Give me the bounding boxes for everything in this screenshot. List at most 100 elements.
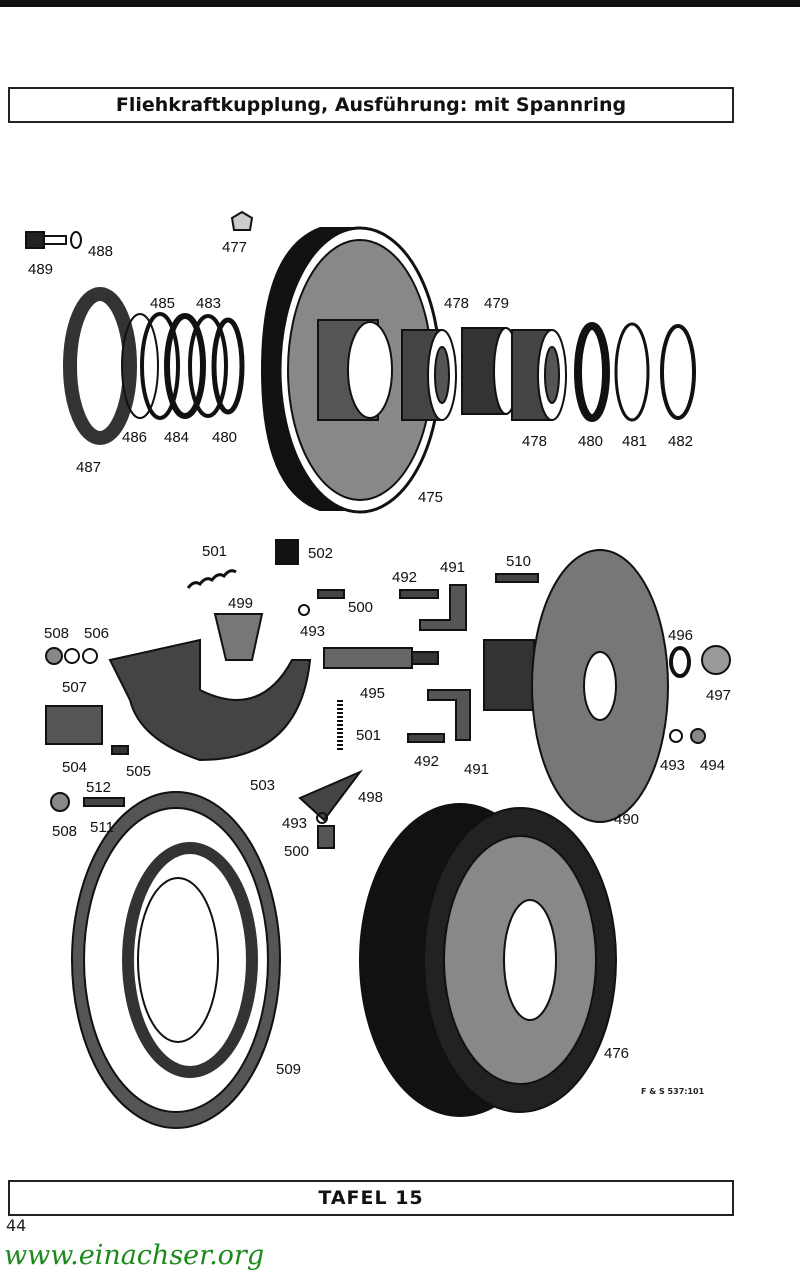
- part-label-478: 478: [522, 433, 547, 450]
- part-511-stud: [83, 797, 125, 807]
- part-506-ring: [82, 648, 98, 664]
- part-label-501: 501: [356, 727, 381, 744]
- part-label-487: 487: [76, 459, 101, 476]
- part-482-circlip: [660, 324, 696, 420]
- part-479-spacer: [461, 327, 519, 415]
- part-480-ring-2: [574, 322, 610, 422]
- part-label-493: 493: [282, 815, 307, 832]
- part-label-504: 504: [62, 759, 87, 776]
- part-491-bracket: [419, 584, 467, 631]
- part-503-shoe: [108, 638, 312, 762]
- part-502-block: [275, 539, 299, 565]
- part-478-bearing: [401, 329, 457, 421]
- part-label-493: 493: [660, 757, 685, 774]
- part-499-plate: [213, 613, 264, 661]
- part-label-490: 490: [614, 811, 639, 828]
- part-label-507: 507: [62, 679, 87, 696]
- part-498-plate: [298, 769, 364, 822]
- part-491-bracket-2: [427, 689, 471, 741]
- part-500-screw: [317, 589, 345, 599]
- part-label-495: 495: [360, 685, 385, 702]
- part-505-screw: [111, 745, 129, 755]
- part-495-pin: [323, 647, 439, 669]
- part-label-492: 492: [414, 753, 439, 770]
- part-497-nut: [701, 645, 731, 675]
- part-508-nut: [45, 647, 63, 665]
- part-label-476: 476: [604, 1045, 629, 1062]
- drawing-reference: F & S 537:101: [641, 1087, 705, 1096]
- part-label-512: 512: [86, 779, 111, 796]
- part-label-505: 505: [126, 763, 151, 780]
- part-509-housing: [71, 791, 281, 1129]
- part-507-washer: [64, 648, 80, 664]
- part-501-spring: [186, 569, 237, 589]
- part-label-494: 494: [700, 757, 725, 774]
- part-484-ring: [164, 313, 206, 419]
- part-496-ring: [669, 646, 691, 678]
- part-489-bolt: [25, 231, 67, 249]
- part-label-485: 485: [150, 295, 175, 312]
- part-label-479: 479: [484, 295, 509, 312]
- part-label-510: 510: [506, 553, 531, 570]
- part-label-509: 509: [276, 1061, 301, 1078]
- part-493-washer-2: [316, 812, 328, 824]
- part-label-499: 499: [228, 595, 253, 612]
- part-label-480: 480: [212, 429, 237, 446]
- part-label-506: 506: [84, 625, 109, 642]
- part-label-486: 486: [122, 429, 147, 446]
- part-480-ring: [211, 317, 245, 415]
- part-label-511: 511: [90, 819, 114, 836]
- part-label-482: 482: [668, 433, 693, 450]
- part-510-screw: [495, 573, 539, 583]
- part-486-spring: [121, 313, 159, 419]
- page-title: Fliehkraftkupplung, Ausführung: mit Span…: [8, 87, 734, 123]
- part-label-480: 480: [578, 433, 603, 450]
- part-label-478: 478: [444, 295, 469, 312]
- scan-edge: [0, 0, 800, 7]
- part-labels: 489 488 477 485 483 478 479 486 484 480 487 478 480 4…: [28, 239, 731, 1078]
- part-label-491: 491: [464, 761, 489, 778]
- part-label-493: 493: [300, 623, 325, 640]
- part-label-496: 496: [668, 627, 693, 644]
- part-label-475: 475: [418, 489, 443, 506]
- part-476-pulley: [359, 803, 617, 1117]
- page-number: 44: [6, 1216, 27, 1235]
- part-508-nut-2: [50, 792, 70, 812]
- part-475-drum: [260, 226, 442, 514]
- part-492-screw-2: [407, 733, 445, 743]
- part-label-502: 502: [308, 545, 333, 562]
- watermark: www.einachser.org: [4, 1240, 265, 1271]
- part-493-washer-3: [669, 729, 683, 743]
- part-483-ring: [188, 314, 228, 418]
- part-481-ring: [614, 322, 650, 422]
- part-label-488: 488: [88, 243, 113, 260]
- part-488-washer: [70, 231, 82, 249]
- part-label-477: 477: [222, 239, 247, 256]
- plate-footer: TAFEL 15: [8, 1180, 734, 1216]
- part-label-498: 498: [358, 789, 383, 806]
- part-label-491: 491: [440, 559, 465, 576]
- part-label-489: 489: [28, 261, 53, 278]
- part-label-508: 508: [44, 625, 69, 642]
- part-label-484: 484: [164, 429, 189, 446]
- part-485-ring: [140, 312, 180, 420]
- part-label-508: 508: [52, 823, 77, 840]
- part-504-block: [45, 705, 103, 745]
- part-500-screw-2: [317, 825, 335, 849]
- part-477-nipple: [230, 210, 254, 231]
- part-494-nut: [690, 728, 706, 744]
- part-label-492: 492: [392, 569, 417, 586]
- part-label-500: 500: [348, 599, 373, 616]
- part-490-disc: [483, 549, 669, 823]
- part-label-503: 503: [250, 777, 275, 794]
- part-label-500: 500: [284, 843, 309, 860]
- part-478-bearing-2: [511, 329, 567, 421]
- part-492-screw: [399, 589, 439, 599]
- part-label-497: 497: [706, 687, 731, 704]
- part-label-481: 481: [622, 433, 647, 450]
- part-487-plate: [63, 287, 137, 445]
- part-label-483: 483: [196, 295, 221, 312]
- part-label-501: 501: [202, 543, 227, 560]
